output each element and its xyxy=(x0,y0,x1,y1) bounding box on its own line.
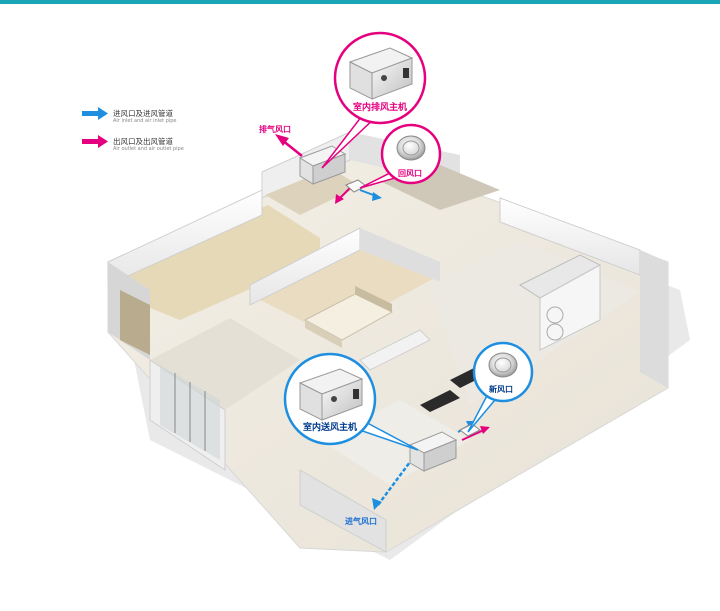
room-balcony xyxy=(150,318,300,410)
return-vent-image-icon xyxy=(396,135,426,161)
legend-outlet-title: 出风口及出风管道 xyxy=(113,137,173,146)
fresh-vent-label: 新风口 xyxy=(489,385,513,394)
wall-bottom-front xyxy=(299,469,387,553)
legend-outlet-subtitle: Air outlet and air outlet pipe xyxy=(113,146,184,152)
room-center-bedroom xyxy=(250,240,440,335)
room-top-small xyxy=(265,168,360,215)
legend-inlet-arrow-icon xyxy=(82,107,108,120)
room-left-floor-dark xyxy=(120,290,150,355)
legend-outlet-arrow-icon xyxy=(82,135,108,148)
exhaust-unit-label: 室内排风主机 xyxy=(353,103,408,113)
supply-unit-label: 室内送风主机 xyxy=(303,423,358,433)
return-vent-label: 回风口 xyxy=(398,169,422,178)
legend-inlet-title: 进风口及进风管道 xyxy=(113,109,173,118)
exhaust-port-label: 排气风口 xyxy=(259,125,291,134)
tv-cabinet xyxy=(359,329,431,371)
supply-unit-image-icon xyxy=(298,368,364,421)
wall-living-right xyxy=(640,250,668,388)
top-accent-bar xyxy=(0,0,720,4)
room-left-bedroom xyxy=(118,205,320,320)
wall-center-right xyxy=(360,228,440,282)
legend-inlet-subtitle: Air inlet and air inlet pipe xyxy=(113,118,177,124)
exhaust-unit-image-icon xyxy=(348,47,414,100)
fresh-vent-image-icon xyxy=(488,352,518,378)
intake-port-label: 进气风口 xyxy=(345,517,377,526)
